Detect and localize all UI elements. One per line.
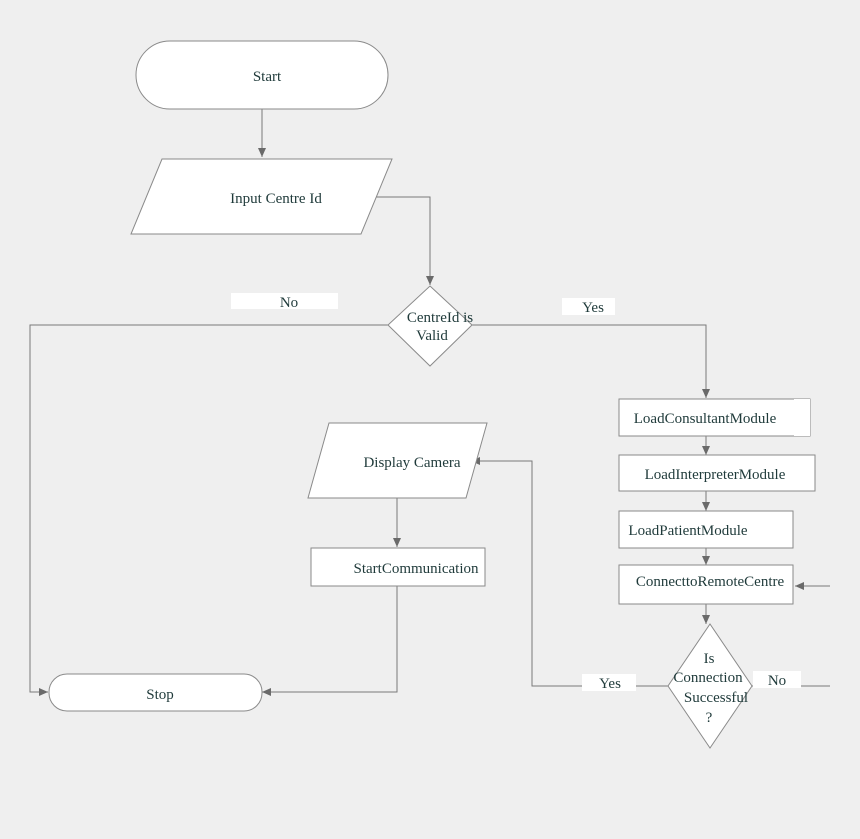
input-centre-id-label: Input Centre Id <box>230 191 322 207</box>
load-consultant-module-node: LoadConsultantModule <box>618 398 811 437</box>
label-connection-no-text: No <box>768 673 786 689</box>
stop-terminal: Stop <box>48 673 263 712</box>
decision-valid-line-2: Valid <box>416 328 448 344</box>
edge-decision-no-to-stop <box>29 324 388 696</box>
load-patient-module-node: LoadPatientModule <box>618 510 794 549</box>
stop-label: Stop <box>146 687 174 703</box>
label-valid-no-text: No <box>280 295 298 311</box>
start-terminal: Start <box>135 40 389 110</box>
label-connection-yes: Yes <box>582 674 636 692</box>
label-valid-yes-text: Yes <box>582 300 604 316</box>
start-communication-label: StartCommunication <box>354 561 479 577</box>
edge-communication-to-stop <box>262 586 398 696</box>
connection-successful-decision: Is Connection Successful ? <box>667 623 753 749</box>
load-interpreter-module-label: LoadInterpreterModule <box>645 467 786 483</box>
label-connection-yes-text: Yes <box>599 676 621 692</box>
decision-connection-line-4: ? <box>706 710 713 726</box>
input-centre-id-node: Input Centre Id <box>130 158 393 235</box>
decision-valid-line-1: CentreId is <box>407 310 473 326</box>
edge-input-to-decision <box>375 196 434 285</box>
centre-id-valid-decision: CentreId is Valid <box>387 285 473 367</box>
decision-connection-line-1: Is <box>704 651 715 667</box>
start-label: Start <box>253 69 282 85</box>
start-communication-node: StartCommunication <box>310 547 486 587</box>
load-interpreter-module-node: LoadInterpreterModule <box>618 454 816 492</box>
label-valid-yes: Yes <box>562 298 615 316</box>
connect-to-remote-centre-node: ConnecttoRemoteCentre <box>618 564 794 605</box>
label-valid-no: No <box>231 293 338 311</box>
decision-connection-line-2: Connection <box>673 670 743 686</box>
display-camera-label: Display Camera <box>363 455 460 471</box>
connect-to-remote-centre-label: ConnecttoRemoteCentre <box>636 574 785 590</box>
connectors <box>29 109 830 696</box>
load-consultant-module-label: LoadConsultantModule <box>634 411 777 427</box>
load-patient-module-label: LoadPatientModule <box>628 523 747 539</box>
edge-decision-yes-to-consultant <box>472 324 710 398</box>
display-camera-node: Display Camera <box>307 422 488 499</box>
decision-connection-line-3: Successful <box>684 690 748 706</box>
label-connection-no: No <box>753 671 801 689</box>
